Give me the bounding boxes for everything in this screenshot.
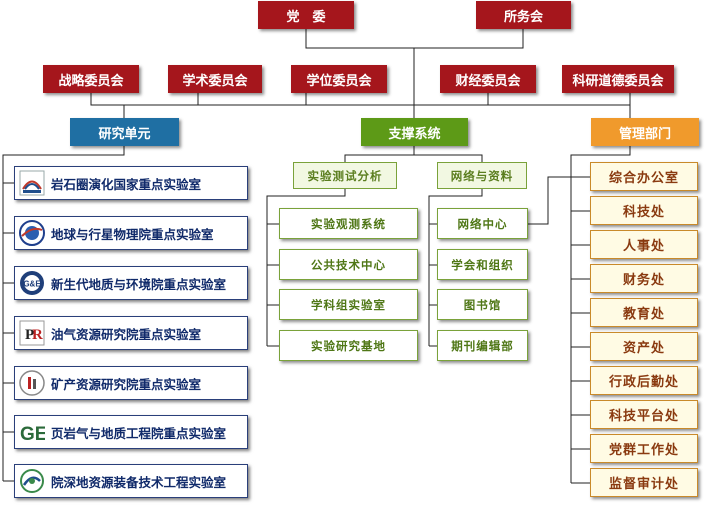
committee-academic[interactable]: 学术委员会: [168, 65, 262, 93]
support-group-experimental-testing[interactable]: 实验测试分析: [293, 162, 397, 189]
support-item-discipline-labs[interactable]: 学科组实验室: [279, 289, 418, 320]
support-item-library[interactable]: 图书馆: [437, 289, 528, 320]
lithosphere-logo-icon: [19, 170, 45, 196]
gle-logo-icon: G&E: [20, 271, 44, 295]
svg-text:GE: GE: [20, 424, 45, 445]
mgmt-audit[interactable]: 监督审计处: [590, 468, 698, 497]
deep-logo-icon: [20, 469, 44, 493]
lab-name: 岩石圈演化国家重点实验室: [51, 176, 202, 192]
lab-name: 地球与行星物理院重点实验室: [51, 226, 214, 242]
pr-logo-icon: P R: [19, 320, 45, 346]
management-header[interactable]: 管理部门: [591, 118, 699, 146]
mgmt-science-tech[interactable]: 科技处: [590, 196, 698, 225]
support-item-societies[interactable]: 学会和组织: [437, 249, 528, 280]
mgmt-party-work[interactable]: 党群工作处: [590, 434, 698, 463]
lab-lithosphere[interactable]: 岩石圈演化国家重点实验室: [14, 166, 248, 200]
party-committee-box[interactable]: 党 委: [258, 1, 354, 29]
committee-finance[interactable]: 财经委员会: [440, 65, 536, 93]
mgmt-personnel[interactable]: 人事处: [590, 230, 698, 259]
mgmt-tech-platform[interactable]: 科技平台处: [590, 400, 698, 429]
mgmt-logistics[interactable]: 行政后勤处: [590, 366, 698, 395]
lab-oil-gas[interactable]: P R 油气资源研究院重点实验室: [14, 316, 248, 350]
lab-name: 页岩气与地质工程院重点实验室: [51, 425, 227, 441]
research-units-header[interactable]: 研究单元: [70, 118, 179, 146]
mgmt-assets[interactable]: 资产处: [590, 332, 698, 361]
lab-name: 新生代地质与环境院重点实验室: [51, 276, 227, 292]
support-item-observation-system[interactable]: 实验观测系统: [279, 208, 418, 239]
svg-text:G&E: G&E: [23, 280, 41, 289]
mgmt-education[interactable]: 教育处: [590, 298, 698, 327]
support-system-header[interactable]: 支撑系统: [361, 118, 468, 146]
lab-name: 矿产资源研究院重点实验室: [51, 376, 202, 392]
lab-deep-resources[interactable]: 院深地资源装备技术工程实验室: [14, 464, 248, 498]
svg-text:R: R: [32, 327, 43, 343]
lab-shale-gas[interactable]: GE 页岩气与地质工程院重点实验室: [14, 415, 248, 449]
support-item-public-tech-center[interactable]: 公共技术中心: [279, 249, 418, 280]
support-item-research-base[interactable]: 实验研究基地: [279, 330, 418, 361]
lab-name: 油气资源研究院重点实验室: [51, 326, 202, 342]
svg-text:P: P: [25, 327, 34, 343]
lab-mineral-resources[interactable]: 矿产资源研究院重点实验室: [14, 366, 248, 400]
support-group-network-resources[interactable]: 网络与资料: [437, 162, 527, 189]
lab-name: 院深地资源装备技术工程实验室: [51, 474, 227, 490]
planet-logo-icon: [19, 220, 45, 246]
mgmt-general-office[interactable]: 综合办公室: [590, 162, 698, 191]
ge-logo-icon: GE: [20, 424, 45, 445]
committee-research-ethics[interactable]: 科研道德委员会: [562, 65, 674, 93]
lab-cenozoic-geology[interactable]: G&E 新生代地质与环境院重点实验室: [14, 266, 248, 300]
support-item-network-center[interactable]: 网络中心: [437, 208, 528, 239]
mineral-logo-icon: [19, 370, 45, 396]
support-item-journal-office[interactable]: 期刊编辑部: [437, 330, 528, 361]
committee-strategy[interactable]: 战略委员会: [43, 65, 139, 93]
mgmt-finance[interactable]: 财务处: [590, 264, 698, 293]
affairs-meeting-box[interactable]: 所务会: [476, 1, 571, 29]
committee-degree[interactable]: 学位委员会: [291, 65, 387, 93]
lab-earth-planetary-physics[interactable]: 地球与行星物理院重点实验室: [14, 216, 248, 250]
